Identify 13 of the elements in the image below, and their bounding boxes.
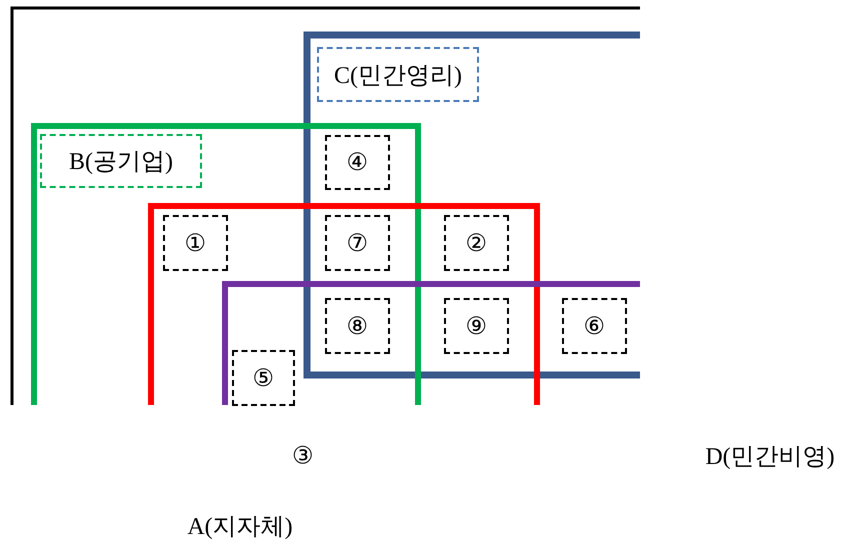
number-box: ⑤ [232, 350, 295, 406]
number-box: ⑨ [444, 298, 509, 354]
number-box: ⑦ [325, 215, 390, 271]
region-label: D(민간비영) [705, 443, 835, 472]
number-box: ⑧ [325, 298, 390, 354]
number-box: ① [163, 215, 228, 271]
number-box: ⑥ [562, 298, 627, 354]
number-box: ② [444, 215, 509, 271]
region-label: A(지자체) [187, 513, 293, 542]
region-label: ③ [292, 442, 314, 470]
label-box: C(민간영리) [317, 47, 479, 102]
number-box: ④ [325, 135, 390, 190]
label-box: B(공기업) [40, 134, 202, 188]
